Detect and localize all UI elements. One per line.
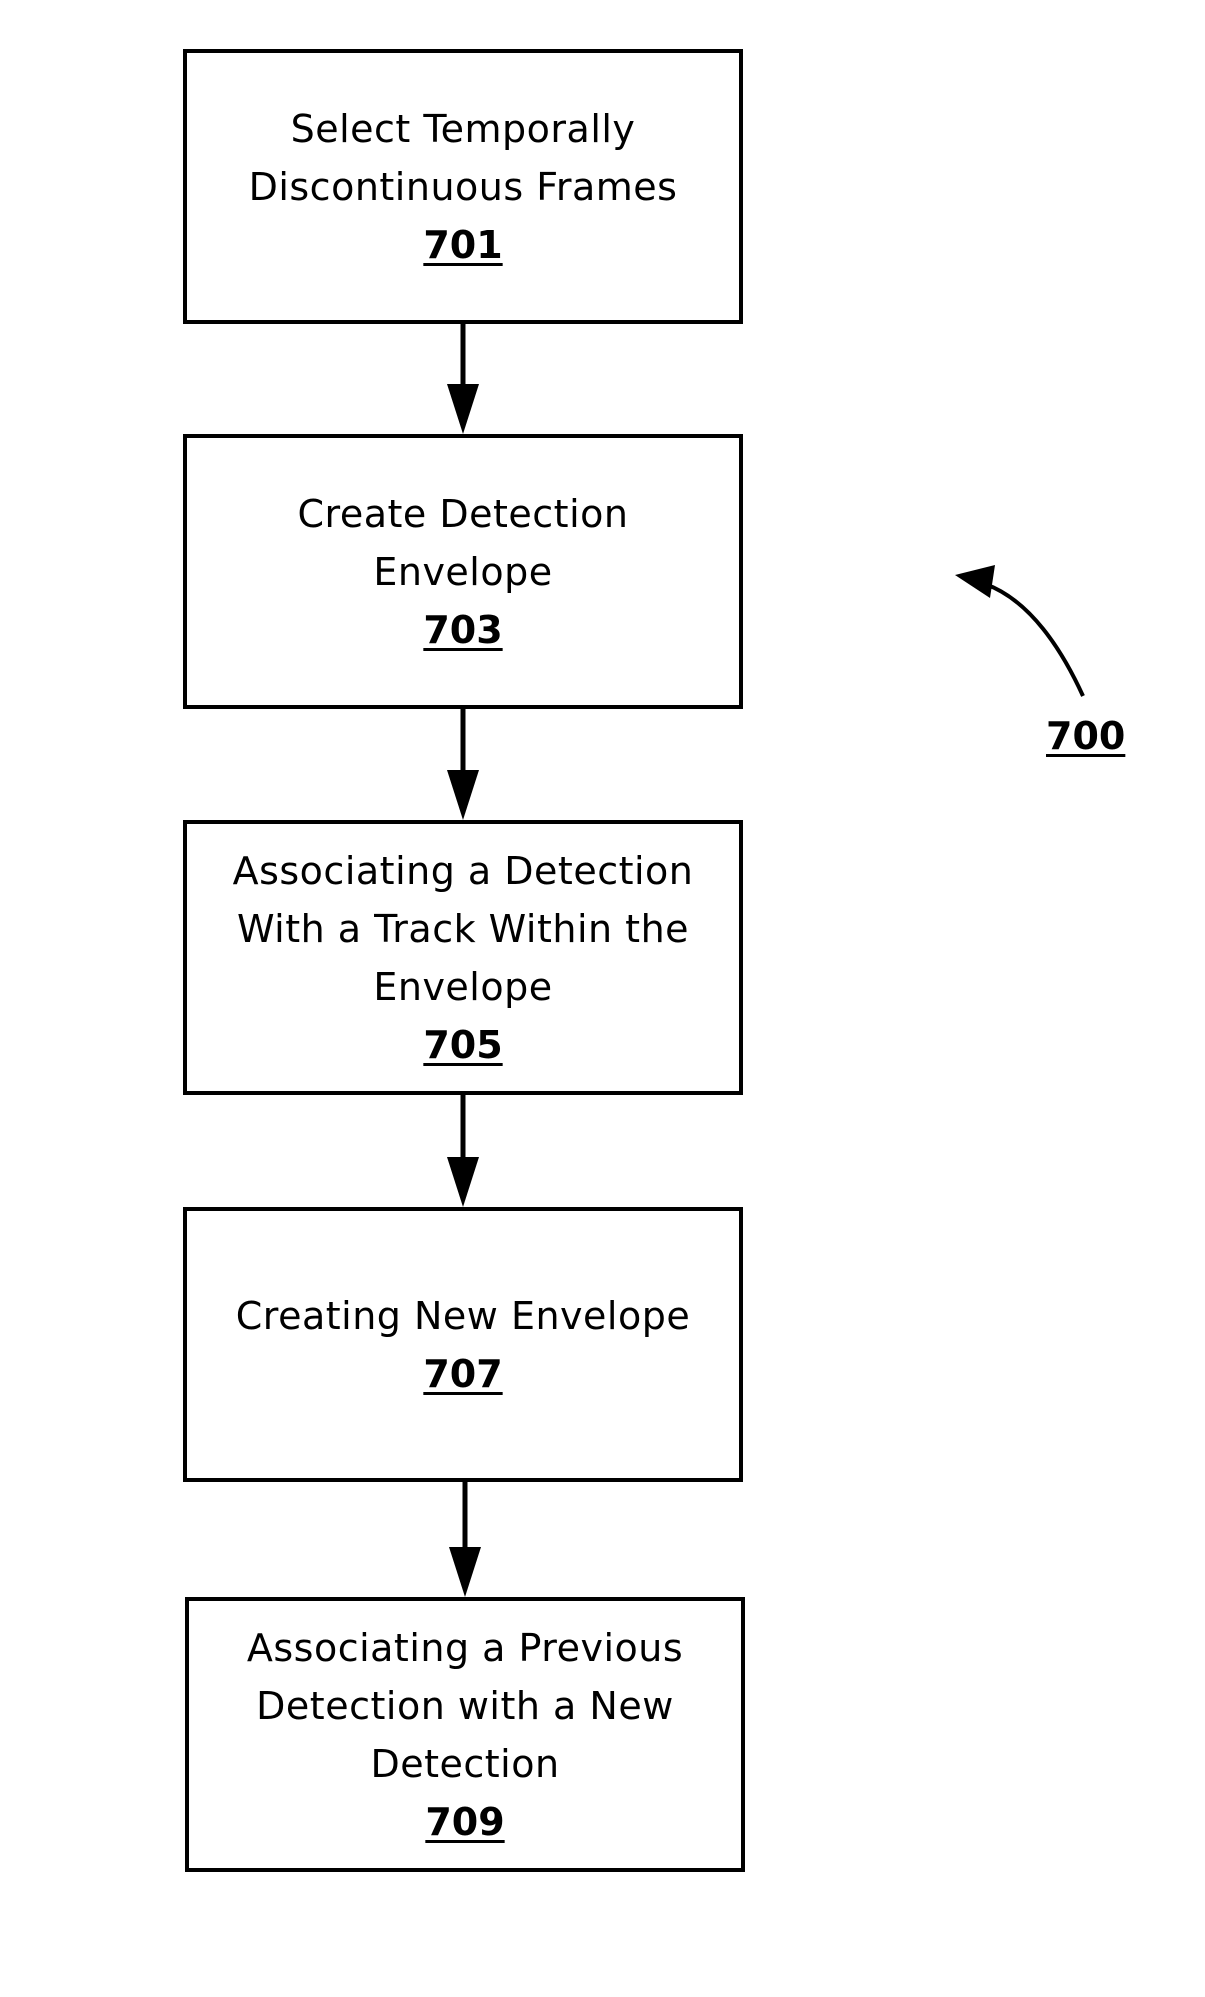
step-box-707: Creating New Envelope 707 — [183, 1207, 743, 1482]
step-label-705: Associating a Detection With a Track Wit… — [223, 842, 704, 1016]
step-709-line-1: Associating a Previous — [247, 1619, 683, 1677]
step-709-line-2: Detection with a New — [247, 1677, 683, 1735]
step-label-703: Create Detection Envelope — [288, 485, 639, 601]
step-number-701: 701 — [423, 216, 502, 274]
step-707-line-1: Creating New Envelope — [236, 1287, 690, 1345]
step-label-701: Select Temporally Discontinuous Frames — [239, 100, 688, 216]
step-label-707: Creating New Envelope — [226, 1287, 700, 1345]
step-705-line-3: Envelope — [233, 958, 694, 1016]
arrow-703-to-705 — [447, 709, 479, 820]
step-label-709: Associating a Previous Detection with a … — [237, 1619, 693, 1793]
step-number-703: 703 — [423, 601, 502, 659]
step-box-703: Create Detection Envelope 703 — [183, 434, 743, 709]
step-705-line-2: With a Track Within the — [233, 900, 694, 958]
arrow-701-to-703 — [447, 324, 479, 434]
step-number-709: 709 — [425, 1793, 504, 1851]
step-box-705: Associating a Detection With a Track Wit… — [183, 820, 743, 1095]
step-number-705: 705 — [423, 1016, 502, 1074]
step-701-line-1: Select Temporally — [249, 100, 678, 158]
step-box-709: Associating a Previous Detection with a … — [185, 1597, 745, 1872]
step-703-line-2: Envelope — [298, 543, 629, 601]
step-number-707: 707 — [423, 1345, 502, 1403]
step-box-701: Select Temporally Discontinuous Frames 7… — [183, 49, 743, 324]
step-701-line-2: Discontinuous Frames — [249, 158, 678, 216]
figure-reference-number: 700 — [1046, 714, 1125, 758]
step-703-line-1: Create Detection — [298, 485, 629, 543]
step-709-line-3: Detection — [247, 1735, 683, 1793]
figure-reference-arrow — [955, 565, 1083, 696]
arrow-707-to-709 — [449, 1482, 481, 1597]
arrow-705-to-707 — [447, 1095, 479, 1207]
step-705-line-1: Associating a Detection — [233, 842, 694, 900]
